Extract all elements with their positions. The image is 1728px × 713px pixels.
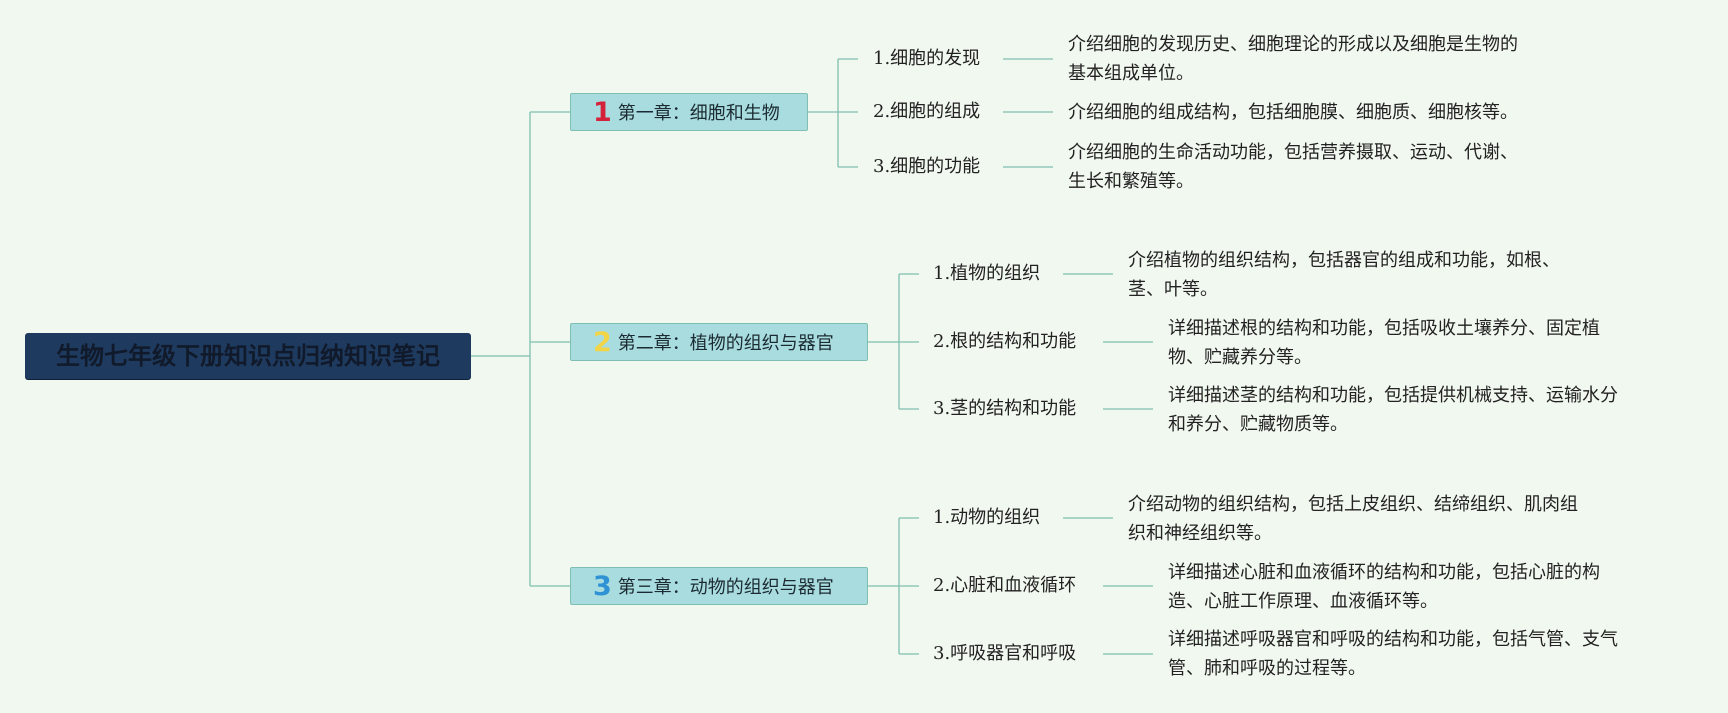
desc-line: 管、肺和呼吸的过程等。 bbox=[1168, 658, 1366, 679]
desc-line: 介绍植物的组织结构，包括器官的组成和功能，如根、 bbox=[1128, 250, 1560, 271]
desc-line: 茎、叶等。 bbox=[1128, 279, 1218, 300]
ch3-item-2[interactable]: 2.心脏和血液循环 bbox=[933, 575, 1077, 596]
ch2-item-1[interactable]: 1.植物的组织 bbox=[933, 263, 1041, 284]
desc-line: 生长和繁殖等。 bbox=[1068, 171, 1194, 192]
ch3-item-3[interactable]: 3.呼吸器官和呼吸 bbox=[933, 643, 1077, 664]
desc-line: 介绍细胞的发现历史、细胞理论的形成以及细胞是生物的 bbox=[1068, 34, 1518, 55]
ch2-item-3[interactable]: 3.茎的结构和功能 bbox=[933, 398, 1077, 419]
desc-line: 物、贮藏养分等。 bbox=[1168, 347, 1312, 368]
ch2-item-2-desc: 详细描述根的结构和功能，包括吸收土壤养分、固定植 物、贮藏养分等。 bbox=[1168, 314, 1600, 372]
desc-line: 详细描述呼吸器官和呼吸的结构和功能，包括气管、支气 bbox=[1168, 629, 1618, 650]
ch2-item-3-desc: 详细描述茎的结构和功能，包括提供机械支持、运输水分 和养分、贮藏物质等。 bbox=[1168, 381, 1618, 439]
root-title: 生物七年级下册知识点归纳知识笔记 bbox=[56, 342, 440, 370]
ch1-item-3-desc: 介绍细胞的生命活动功能，包括营养摄取、运动、代谢、 生长和繁殖等。 bbox=[1068, 138, 1518, 196]
desc-line: 详细描述茎的结构和功能，包括提供机械支持、运输水分 bbox=[1168, 385, 1618, 406]
desc-line: 详细描述心脏和血液循环的结构和功能，包括心脏的构 bbox=[1168, 562, 1600, 583]
ch1-item-1[interactable]: 1.细胞的发现 bbox=[873, 48, 981, 69]
ch3-item-1-desc: 介绍动物的组织结构，包括上皮组织、结缔组织、肌肉组 织和神经组织等。 bbox=[1128, 490, 1578, 548]
ch2-item-2[interactable]: 2.根的结构和功能 bbox=[933, 331, 1077, 352]
ch1-item-1-desc: 介绍细胞的发现历史、细胞理论的形成以及细胞是生物的 基本组成单位。 bbox=[1068, 30, 1518, 88]
chapter-2-title: 第二章：植物的组织与器官 bbox=[617, 333, 834, 354]
ch1-item-2-desc: 介绍细胞的组成结构，包括细胞膜、细胞质、细胞核等。 bbox=[1068, 98, 1518, 127]
desc-line: 介绍动物的组织结构，包括上皮组织、结缔组织、肌肉组 bbox=[1128, 494, 1578, 515]
desc-line: 造、心脏工作原理、血液循环等。 bbox=[1168, 591, 1438, 612]
chapter-1-title: 第一章：细胞和生物 bbox=[617, 103, 780, 124]
ch2-item-1-desc: 介绍植物的组织结构，包括器官的组成和功能，如根、 茎、叶等。 bbox=[1128, 246, 1560, 304]
chapter-1-number-badge: 1 bbox=[593, 97, 612, 128]
desc-line: 和养分、贮藏物质等。 bbox=[1168, 414, 1348, 435]
desc-line: 织和神经组织等。 bbox=[1128, 523, 1272, 544]
desc-line: 详细描述根的结构和功能，包括吸收土壤养分、固定植 bbox=[1168, 318, 1600, 339]
root-node[interactable]: 生物七年级下册知识点归纳知识笔记 bbox=[25, 333, 471, 379]
desc-line: 介绍细胞的组成结构，包括细胞膜、细胞质、细胞核等。 bbox=[1068, 102, 1518, 123]
ch3-item-3-desc: 详细描述呼吸器官和呼吸的结构和功能，包括气管、支气 管、肺和呼吸的过程等。 bbox=[1168, 625, 1618, 683]
ch3-item-2-desc: 详细描述心脏和血液循环的结构和功能，包括心脏的构 造、心脏工作原理、血液循环等。 bbox=[1168, 558, 1600, 616]
chapter-2-number-badge: 2 bbox=[593, 327, 612, 358]
desc-line: 基本组成单位。 bbox=[1068, 63, 1194, 84]
chapter-3-title: 第三章：动物的组织与器官 bbox=[617, 577, 834, 598]
ch1-item-3[interactable]: 3.细胞的功能 bbox=[873, 156, 981, 177]
ch1-item-2[interactable]: 2.细胞的组成 bbox=[873, 101, 981, 122]
desc-line: 介绍细胞的生命活动功能，包括营养摄取、运动、代谢、 bbox=[1068, 142, 1518, 163]
chapter-3-number-badge: 3 bbox=[593, 571, 612, 602]
ch3-item-1[interactable]: 1.动物的组织 bbox=[933, 507, 1041, 528]
